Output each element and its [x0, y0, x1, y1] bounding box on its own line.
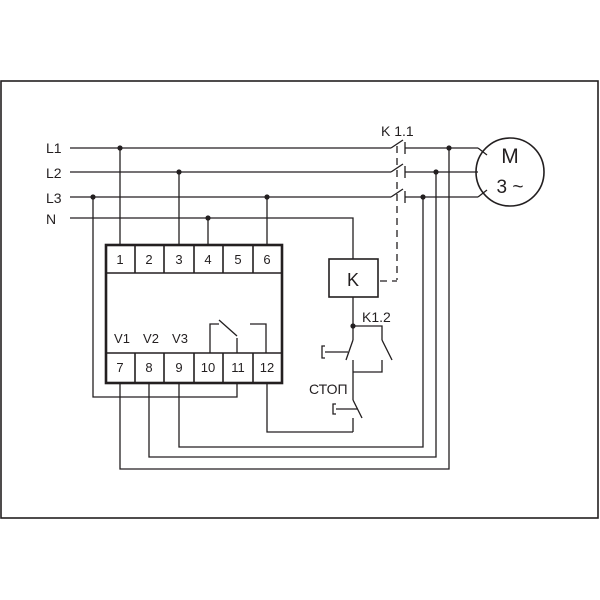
- coil-label: K: [347, 270, 359, 290]
- motor: M 3 ~: [475, 137, 545, 207]
- line-label-n: N: [46, 211, 56, 227]
- terminal-3: 3: [175, 252, 182, 267]
- measuring-wires: [119, 145, 452, 470]
- main-contact-k11: K 1.1: [380, 123, 478, 282]
- stop-circuit: СТОП: [266, 372, 363, 433]
- motor-symbol: M: [501, 145, 519, 168]
- supply-lines: L1 L2 L3 N: [46, 140, 391, 259]
- terminal-10: 10: [201, 360, 215, 375]
- terminal-7: 7: [116, 360, 123, 375]
- terminal-2: 2: [145, 252, 152, 267]
- stop-label: СТОП: [309, 381, 348, 397]
- start-circuit: K1.2: [321, 309, 393, 373]
- line-n: [70, 217, 354, 259]
- terminals-bottom: 7 8 9 10 11 12: [116, 353, 274, 383]
- neutral-return: [90, 194, 238, 398]
- motor-circle: [475, 137, 545, 207]
- relay-output-contact: [209, 319, 267, 353]
- input-v1: V1: [114, 331, 130, 346]
- terminal-1: 1: [116, 252, 123, 267]
- coil-k: K: [328, 258, 379, 329]
- terminal-6: 6: [263, 252, 270, 267]
- supply-taps: [117, 145, 270, 245]
- aux-contact-label: K1.2: [362, 309, 391, 325]
- terminal-4: 4: [204, 252, 211, 267]
- terminal-5: 5: [234, 252, 241, 267]
- terminal-11: 11: [231, 360, 245, 375]
- terminal-12: 12: [260, 360, 274, 375]
- terminal-9: 9: [175, 360, 182, 375]
- motor-phase: 3 ~: [497, 177, 524, 198]
- terminals-top: 1 2 3 4 5 6: [116, 245, 271, 273]
- relay-block: 1 2 3 4 5 6 7 8 9 10 11 12 V1 V2 V3: [104, 243, 284, 385]
- input-v2: V2: [143, 331, 159, 346]
- line-label-l2: L2: [46, 165, 62, 181]
- terminal-8: 8: [145, 360, 152, 375]
- line-label-l1: L1: [46, 140, 62, 156]
- main-contact-label: K 1.1: [381, 123, 414, 139]
- line-label-l3: L3: [46, 190, 62, 206]
- input-v3: V3: [172, 331, 188, 346]
- frame: [0, 80, 599, 519]
